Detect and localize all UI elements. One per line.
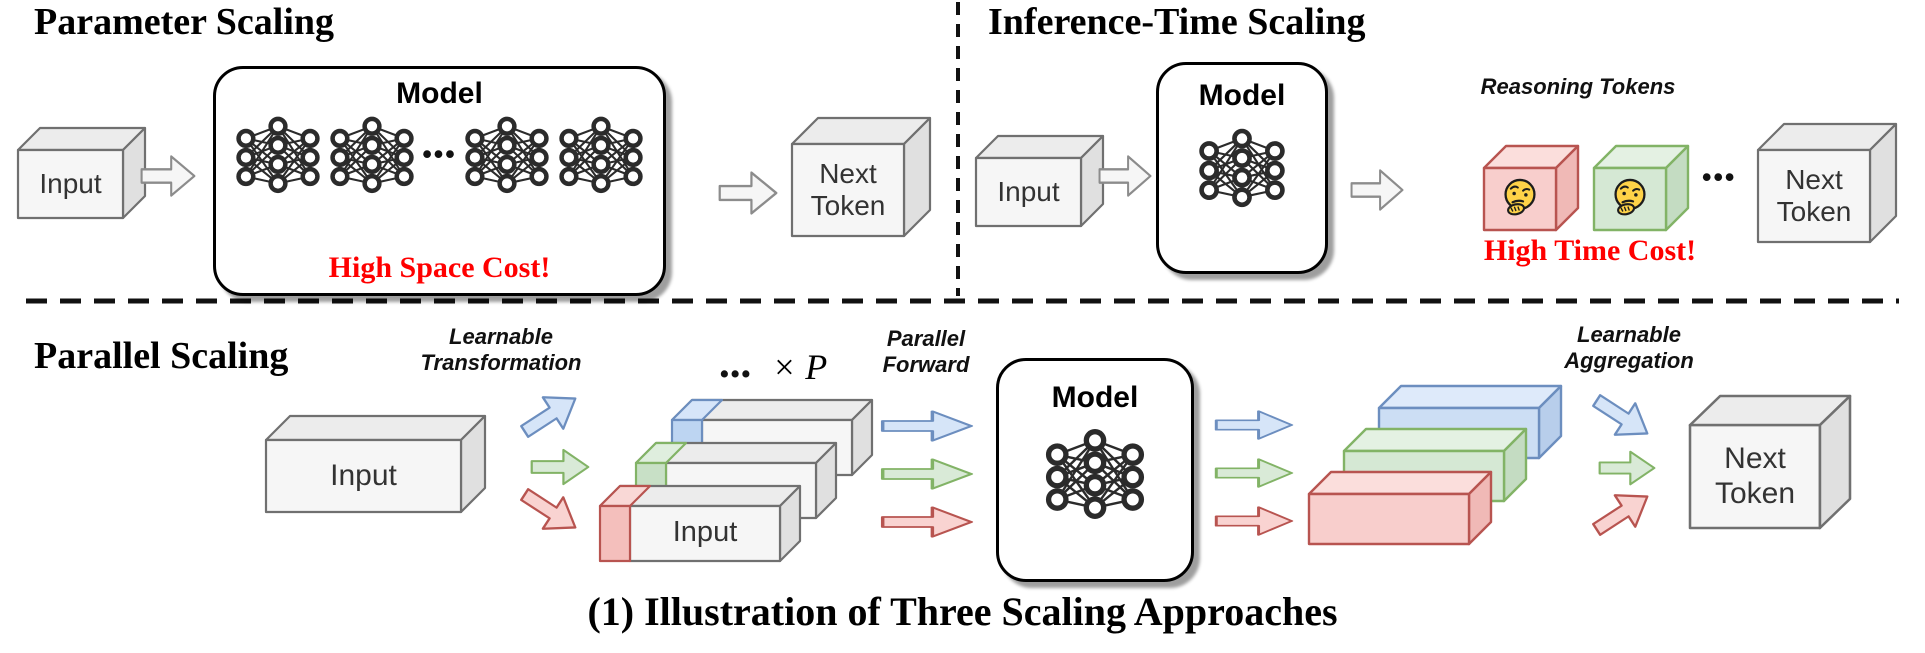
forward-arrow-red-icon [880, 505, 974, 539]
next-token-cube: Next Token [1688, 394, 1852, 530]
input-cube: Input [264, 414, 487, 514]
stacked-networks-row: ••• [216, 115, 663, 193]
neural-network-icon [1044, 427, 1146, 519]
panel-title: Inference-Time Scaling [988, 1, 1366, 43]
arrow-model-to-tokens-icon [1350, 169, 1404, 211]
learnable-aggregation-label: Learnable Aggregation [1564, 322, 1694, 373]
next-token-cube: Next Token [790, 116, 932, 238]
neural-network-icon [463, 115, 551, 193]
next-token-cube: Next Token [1756, 122, 1898, 244]
output-stream-bar-red [1307, 470, 1493, 546]
output-arrow-red-icon [1214, 505, 1294, 537]
neural-network-icon [1197, 127, 1287, 207]
model-box: Model [996, 358, 1194, 582]
stacked-input-label: Input [672, 516, 738, 549]
model-label: Model [1198, 79, 1286, 112]
panel-title: Parameter Scaling [34, 1, 335, 43]
ellipsis-dots: ••• [422, 138, 457, 169]
forward-arrow-blue-icon [880, 409, 974, 443]
output-arrow-blue-icon [1214, 409, 1294, 441]
reasoning-token-red [1482, 144, 1580, 232]
thinking-face-icon [1504, 178, 1536, 217]
next-token-label: Next Token [1776, 163, 1852, 227]
ellipsis-dots: ••• [720, 360, 753, 388]
input-cube: Input [974, 134, 1105, 228]
neural-network-icon [234, 115, 322, 193]
thinking-face-icon [1614, 178, 1646, 217]
input-cube-label: Input [997, 175, 1060, 207]
next-token-label: Next Token [810, 157, 886, 221]
input-cube-label: Input [330, 458, 397, 492]
times-p-math-label: × P [772, 347, 828, 387]
output-arrow-green-icon [1214, 457, 1294, 489]
ellipsis-dots: ••• [1702, 162, 1737, 192]
parallel-forward-label: Parallel Forward [882, 326, 970, 377]
model-label: Model [1051, 381, 1139, 414]
panel-title: Parallel Scaling [34, 335, 289, 377]
forward-arrow-green-icon [880, 457, 974, 491]
replica-input-bar-red: Input [598, 484, 802, 563]
arrow-input-to-model-icon [1098, 155, 1152, 197]
model-label: Model [396, 77, 483, 110]
model-box: Model ••• High Space Cost! [213, 66, 666, 296]
neural-network-icon [557, 115, 645, 193]
reasoning-tokens-label: Reasoning Tokens [1480, 74, 1676, 99]
input-cube: Input [16, 126, 147, 220]
reasoning-token-green [1592, 144, 1690, 232]
arrow-model-to-token-icon [718, 171, 778, 215]
learnable-transformation-label: Learnable Transformation [420, 324, 582, 375]
time-cost-warning: High Time Cost! [1483, 234, 1697, 267]
figure-caption: (1) Illustration of Three Scaling Approa… [587, 589, 1338, 634]
neural-network-icon [328, 115, 416, 193]
arrow-input-to-model-icon [140, 155, 196, 197]
model-box: Model [1156, 62, 1328, 274]
next-token-label: Next Token [1714, 442, 1796, 510]
input-cube-label: Input [39, 167, 102, 199]
space-cost-warning: High Space Cost! [328, 251, 551, 284]
